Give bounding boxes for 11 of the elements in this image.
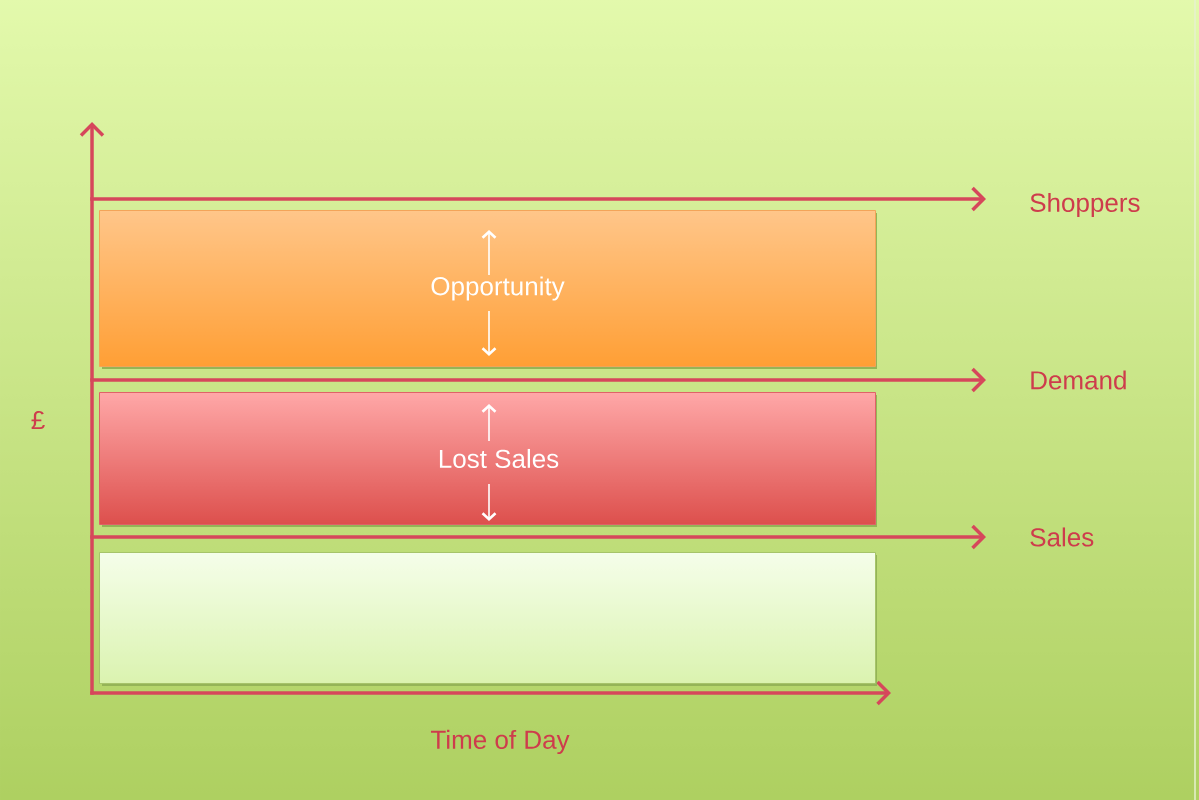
arrow [90, 367, 986, 393]
band [99, 552, 877, 686]
band: Lost Sales [99, 392, 877, 527]
arrow [90, 524, 986, 550]
arrow [90, 186, 986, 212]
band: Opportunity [99, 210, 877, 369]
axis-label: £ [31, 410, 45, 430]
line-label: Sales [1030, 527, 1094, 547]
line-label: Shoppers [1030, 192, 1140, 218]
line-label: Demand [1031, 370, 1126, 390]
axis-label: Time of Day [431, 729, 570, 755]
